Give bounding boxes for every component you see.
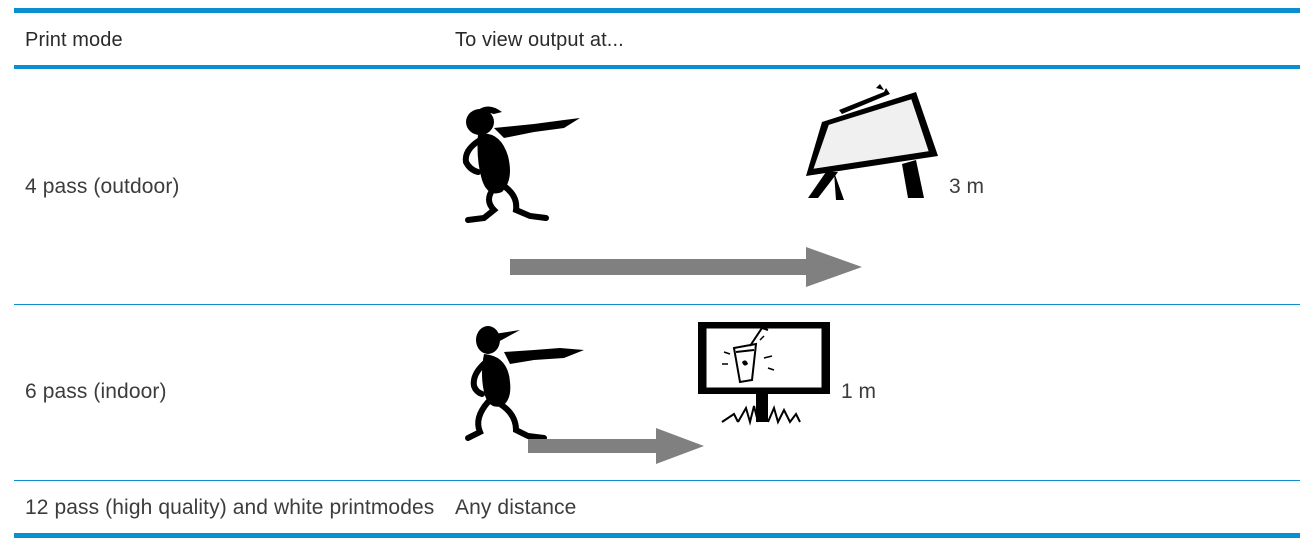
header-view-output: To view output at... xyxy=(455,29,624,51)
small-sign-icon xyxy=(698,322,830,426)
person-pointing-icon xyxy=(465,326,584,441)
row-rule-1 xyxy=(14,304,1300,305)
arrow-right-icon xyxy=(528,428,704,464)
arrow-right-icon xyxy=(510,247,862,287)
header-print-mode: Print mode xyxy=(25,29,123,51)
table-bottom-rule xyxy=(14,533,1300,538)
row-mode-6-pass: 6 pass (indoor) xyxy=(25,380,167,403)
print-mode-table: Print mode To view output at... 4 pass (… xyxy=(14,0,1300,557)
row-rule-2 xyxy=(14,480,1300,481)
person-pointing-icon xyxy=(462,106,580,223)
table-top-rule xyxy=(14,8,1300,13)
row-distance-any: Any distance xyxy=(455,496,577,519)
row-mode-12-pass: 12 pass (high quality) and white printmo… xyxy=(25,496,435,519)
billboard-icon xyxy=(806,84,938,200)
header-rule xyxy=(14,65,1300,69)
row-mode-4-pass: 4 pass (outdoor) xyxy=(25,175,180,198)
row-distance-1m: 1 m xyxy=(841,380,877,403)
row-distance-3m: 3 m xyxy=(949,175,985,198)
